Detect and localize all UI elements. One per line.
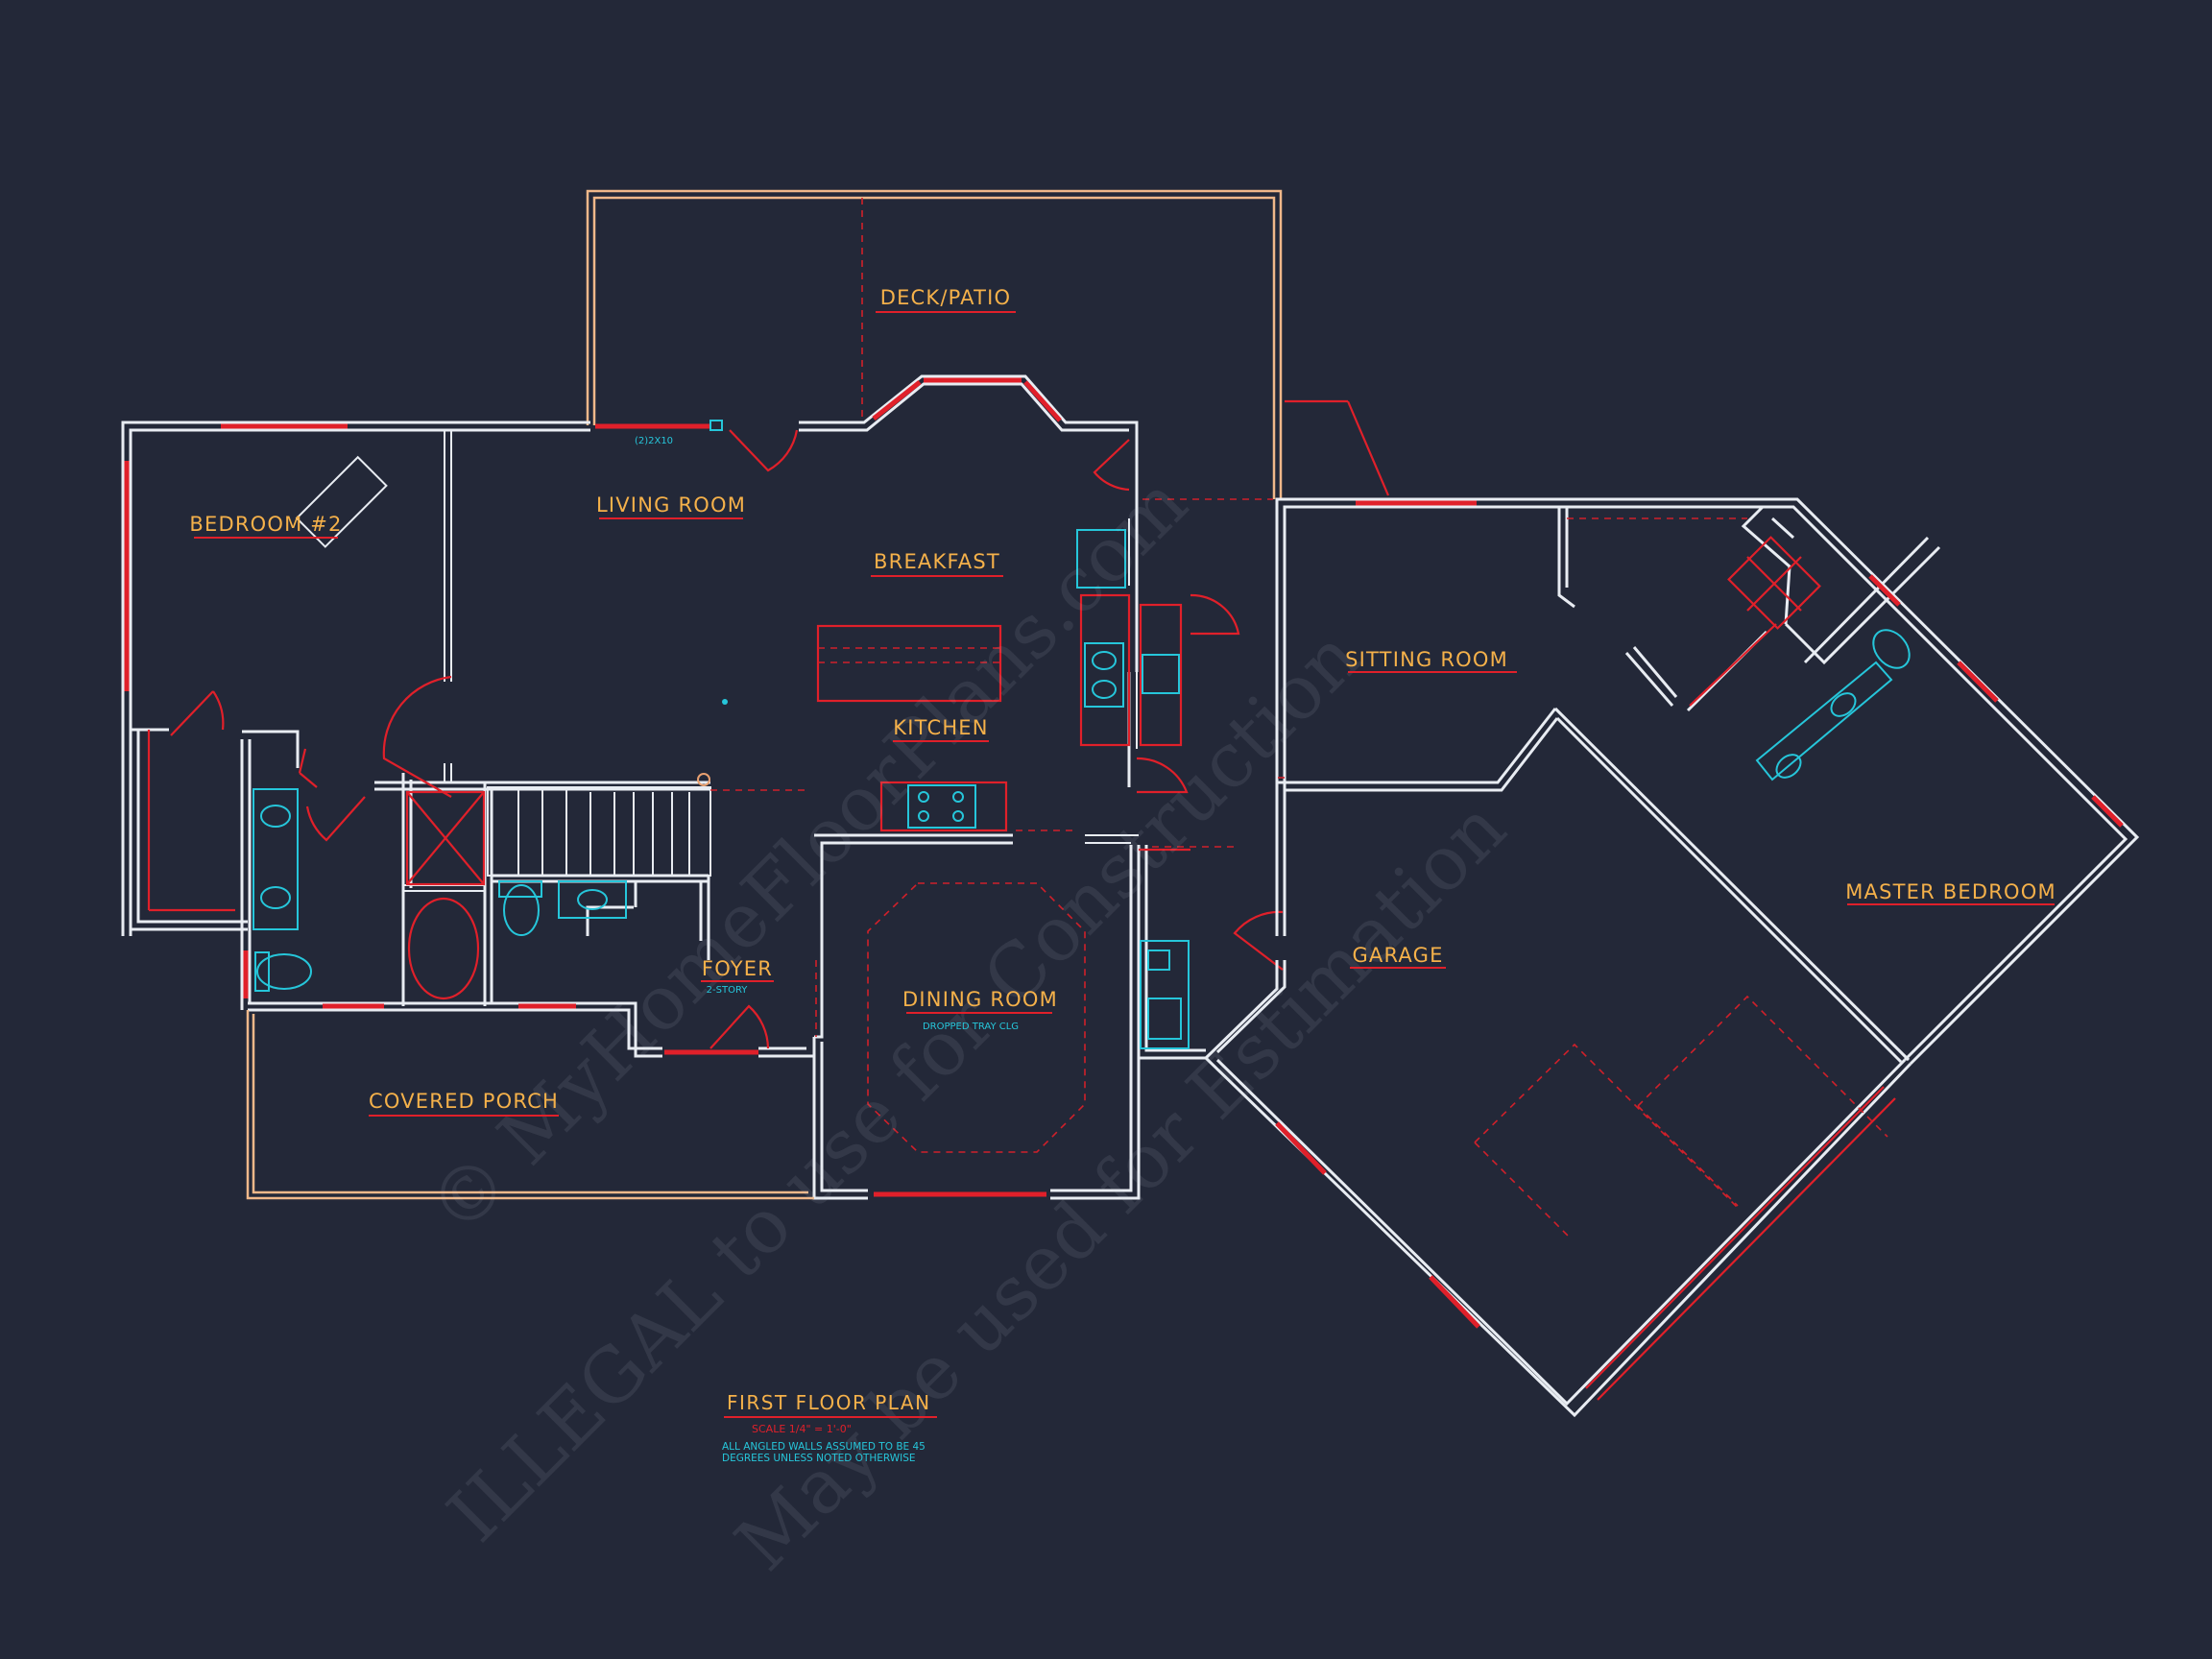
label-foyer-sub: 2-STORY <box>707 985 749 996</box>
plan-note-line-1: ALL ANGLED WALLS ASSUMED TO BE 45 <box>722 1441 926 1453</box>
covered-porch-outline <box>246 1010 814 1200</box>
plan-note-line-2: DEGREES UNLESS NOTED OTHERWISE <box>722 1453 916 1464</box>
label-dining-sub: DROPPED TRAY CLG <box>923 1022 1019 1032</box>
label-beam: (2)2X10 <box>635 436 673 446</box>
mudroom-fixtures <box>1139 846 1238 1049</box>
garage-windows <box>1142 399 2124 1401</box>
label-covered-porch: COVERED PORCH <box>369 1090 559 1113</box>
main-house-windows <box>124 377 1062 1197</box>
plan-scale: SCALE 1/4" = 1'-0" <box>752 1423 852 1435</box>
label-master-bedroom: MASTER BEDROOM <box>1845 880 2056 903</box>
title-block: FIRST FLOOR PLAN SCALE 1/4" = 1'-0" ALL … <box>722 1391 937 1464</box>
bath-fixtures <box>147 455 627 1000</box>
staircase <box>487 773 806 877</box>
deck-patio-outline <box>586 189 1283 499</box>
label-foyer: FOYER <box>702 957 773 980</box>
label-sitting-room: SITTING ROOM <box>1345 648 1508 671</box>
label-deck-patio: DECK/PATIO <box>880 286 1012 309</box>
master-bath-fixtures <box>1689 536 1911 781</box>
garage-master-wing-walls <box>1204 497 2140 1418</box>
label-living-room: LIVING ROOM <box>596 493 746 517</box>
main-house-walls <box>121 374 1206 1200</box>
label-dining-room: DINING ROOM <box>902 988 1058 1011</box>
room-labels: DECK/PATIO BEDROOM #2 LIVING ROOM BREAKF… <box>189 286 2056 1117</box>
kitchen-fixtures <box>722 529 1183 832</box>
plan-title: FIRST FLOOR PLAN <box>727 1391 931 1414</box>
label-breakfast: BREAKFAST <box>874 550 1000 573</box>
label-bedroom-2: BEDROOM #2 <box>189 513 342 536</box>
label-garage: GARAGE <box>1352 944 1443 967</box>
label-kitchen: KITCHEN <box>893 716 988 739</box>
dining-tray-ceiling <box>815 882 1086 1153</box>
